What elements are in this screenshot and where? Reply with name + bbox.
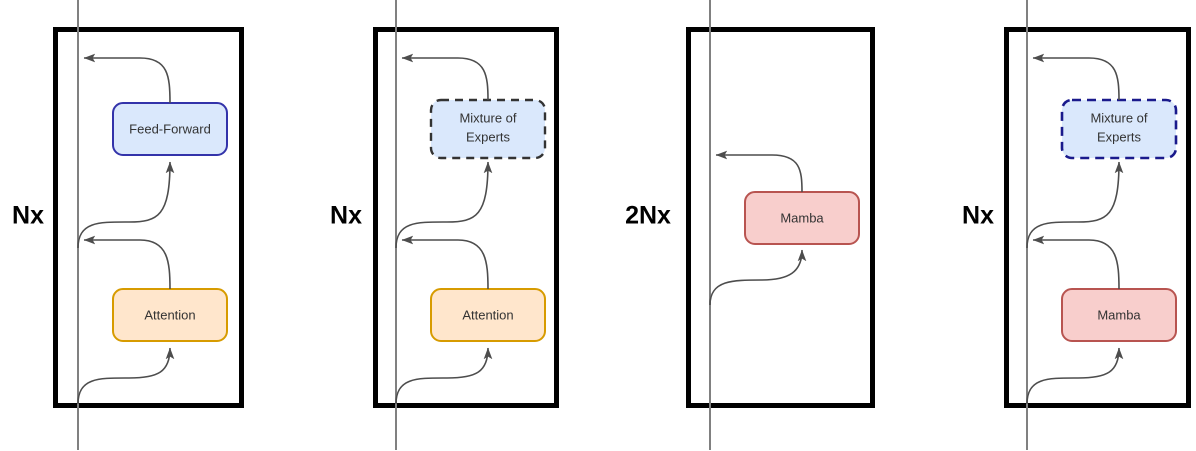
panel-mamba: Mamba 2Nx	[625, 0, 875, 450]
panel-transformer-moe: Attention Mixture of Experts Nx	[330, 0, 559, 450]
block-mamba-label: Mamba	[1097, 307, 1141, 322]
attention-input-arrow	[77, 347, 175, 405]
moe-output-arrow	[401, 53, 489, 101]
mamba-input-arrow	[1026, 347, 1124, 405]
block-moe-label-line2: Experts	[1097, 129, 1142, 144]
block-mamba-label: Mamba	[780, 210, 824, 225]
block-moe-label-line1: Mixture of	[1090, 110, 1147, 125]
repeat-label-transformer: Nx	[12, 202, 44, 230]
mamba-output-arrow	[1032, 235, 1120, 290]
block-feed-forward-label: Feed-Forward	[129, 121, 211, 136]
moe-input-arrow	[395, 161, 493, 249]
panel-frame-mamba-moe	[1004, 27, 1191, 408]
attention-output-arrow	[83, 235, 171, 290]
feed-forward-input-arrow	[77, 161, 175, 249]
moe-input-arrow	[1026, 161, 1124, 249]
attention-output-arrow	[401, 235, 489, 290]
repeat-label-transformer-moe: Nx	[330, 202, 362, 230]
attention-input-arrow	[395, 347, 493, 405]
block-attention-label: Attention	[144, 307, 195, 322]
block-moe-label-line2: Experts	[466, 129, 511, 144]
moe-output-arrow	[1032, 53, 1120, 101]
mamba-input-arrow	[709, 249, 807, 306]
panel-frame-mamba	[686, 27, 875, 408]
panel-mamba-moe: Mamba Mixture of Experts Nx	[962, 0, 1191, 450]
mamba-output-arrow	[715, 150, 803, 193]
repeat-label-mamba: 2Nx	[625, 202, 671, 230]
panel-frame-transformer-moe	[373, 27, 559, 408]
panel-frame-transformer	[53, 27, 244, 408]
repeat-label-mamba-moe: Nx	[962, 202, 994, 230]
block-attention-label: Attention	[462, 307, 513, 322]
block-moe-label-line1: Mixture of	[459, 110, 516, 125]
panel-transformer: Attention Feed-Forward Nx	[12, 0, 244, 450]
feed-forward-output-arrow	[83, 53, 171, 104]
